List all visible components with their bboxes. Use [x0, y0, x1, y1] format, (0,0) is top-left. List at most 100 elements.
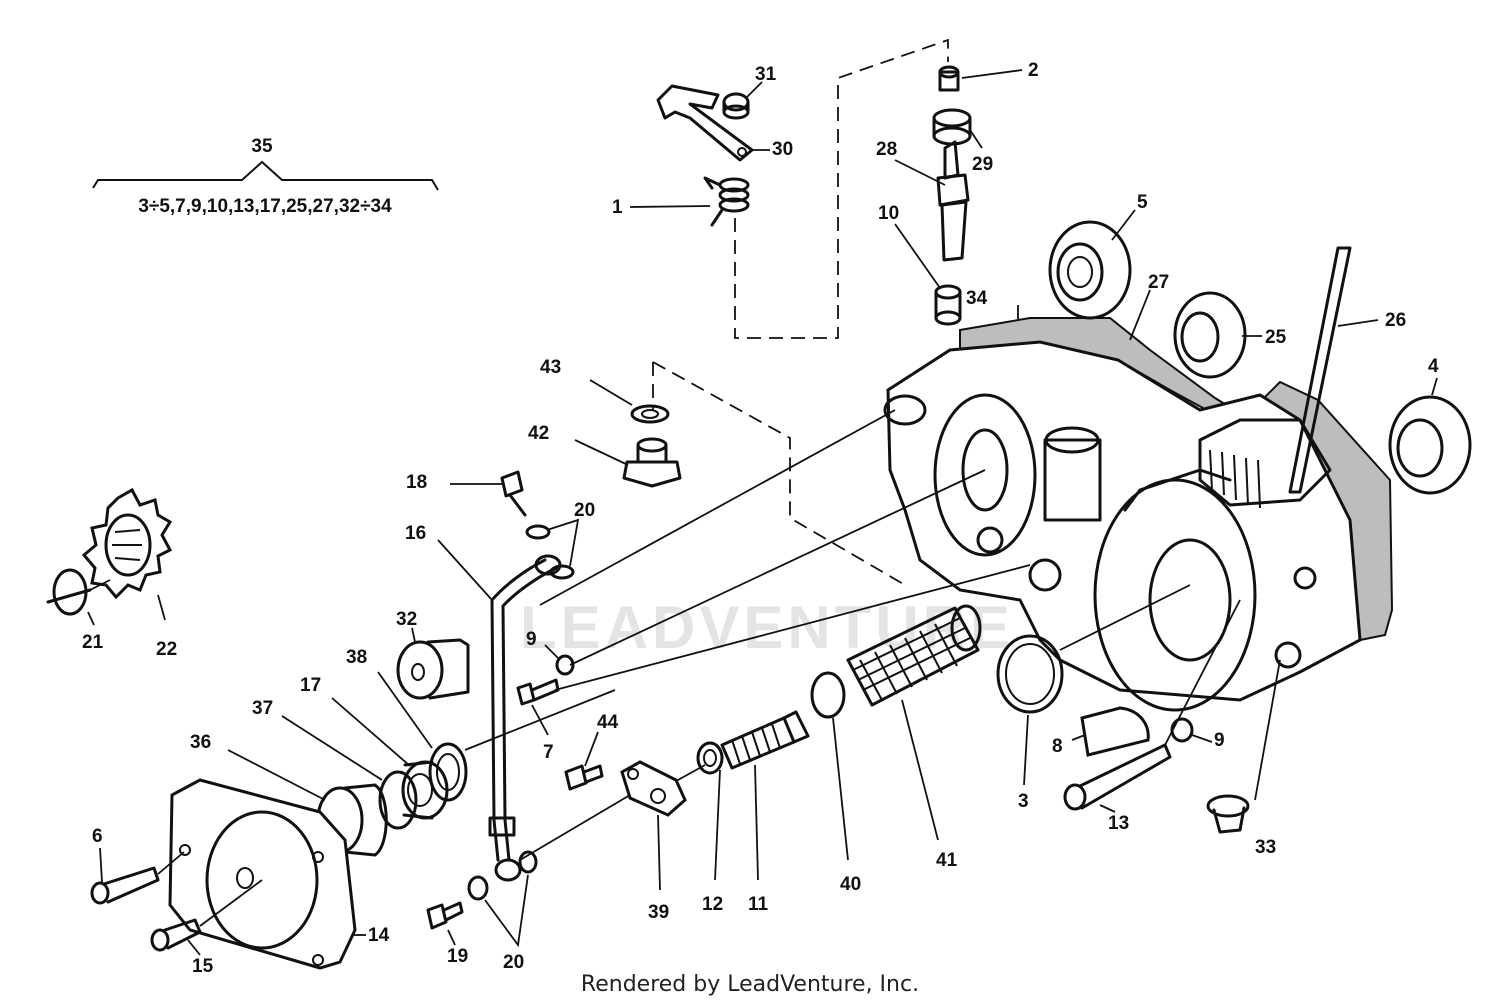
part-pin-2 — [938, 65, 960, 92]
part-circlip-21 — [46, 568, 92, 616]
assembly-line-a — [539, 409, 896, 606]
callout-7: 7 — [543, 742, 554, 763]
part-bolt-6 — [90, 866, 160, 905]
part-circlip-37 — [378, 770, 418, 830]
crankcase-half — [883, 317, 1394, 712]
callout-31: 31 — [755, 64, 777, 85]
part-seal-12 — [696, 741, 724, 775]
leader-11 — [754, 764, 759, 881]
leader-38 — [377, 671, 433, 749]
leader-7 — [531, 704, 549, 736]
callout-14: 14 — [368, 925, 390, 946]
assembly-line-c — [554, 564, 1031, 691]
part-bolt-7 — [516, 678, 560, 706]
part-washer-43 — [630, 404, 670, 424]
part-drain-plug-42 — [622, 437, 682, 488]
callout-12: 12 — [702, 894, 723, 915]
leader-9b — [1191, 734, 1213, 743]
leader-6 — [99, 847, 103, 883]
callout-43: 43 — [540, 357, 561, 378]
callout-1: 1 — [612, 197, 623, 218]
leader-12 — [714, 769, 721, 881]
part-bearing-25 — [1173, 291, 1247, 379]
callout-20a: 20 — [574, 500, 595, 521]
part-washer-20c — [467, 875, 489, 901]
leader-33 — [1254, 659, 1281, 801]
part-bearing-5 — [1048, 220, 1132, 320]
callout-37: 37 — [252, 698, 273, 719]
leader-10 — [894, 223, 941, 289]
alignment-dash-plug — [652, 361, 906, 586]
leader-41 — [901, 699, 939, 841]
part-bearing-4 — [1388, 395, 1472, 495]
assembly-line-g — [1059, 584, 1191, 651]
footer-credit: Rendered by LeadVenture, Inc. — [580, 972, 920, 997]
callout-29: 29 — [972, 154, 993, 175]
part-spring-11 — [720, 710, 810, 770]
callout-36: 36 — [190, 732, 211, 753]
leader-2 — [961, 69, 1023, 79]
kit-bracket — [92, 160, 439, 191]
leader-4 — [1431, 377, 1438, 396]
assembly-line-sprocket — [89, 579, 111, 591]
callout-26: 26 — [1385, 310, 1406, 331]
leader-15 — [187, 939, 201, 956]
leader-36 — [227, 749, 326, 801]
callout-44: 44 — [597, 712, 619, 733]
part-bolt-44 — [564, 764, 604, 791]
callout-3: 3 — [1018, 791, 1029, 812]
kit-contents: 3÷5,7,9,10,13,17,25,27,32÷34 — [138, 196, 392, 217]
callout-6: 6 — [92, 826, 103, 847]
leader-43 — [589, 379, 633, 406]
part-washer-20d — [518, 850, 538, 874]
leader-26 — [1337, 319, 1379, 327]
leader-8 — [1071, 734, 1086, 741]
assembly-line-e — [519, 794, 631, 861]
callout-11: 11 — [748, 894, 769, 915]
part-bolt-19 — [426, 901, 464, 930]
leader-31 — [745, 81, 763, 99]
callout-27: 27 — [1148, 272, 1169, 293]
callout-8: 8 — [1052, 736, 1063, 757]
leader-44 — [584, 731, 599, 767]
part-oring-40 — [810, 671, 846, 719]
leader-19 — [447, 929, 456, 946]
leader-20b — [484, 874, 529, 948]
callout-2: 2 — [1028, 60, 1039, 81]
leader-39 — [657, 814, 661, 891]
callout-33: 33 — [1255, 837, 1276, 858]
part-bush-29 — [932, 108, 972, 146]
callout-38: 38 — [346, 647, 367, 668]
callout-30: 30 — [772, 139, 793, 160]
leader-17 — [331, 697, 411, 767]
callout-34: 34 — [966, 288, 988, 309]
leader-29 — [969, 129, 983, 149]
leader-16 — [437, 539, 493, 601]
part-banjo-bolt-18 — [500, 470, 527, 517]
leader-9a — [544, 644, 559, 659]
part-bush-10 — [934, 284, 962, 326]
leader-32 — [411, 627, 416, 643]
part-washer-9b — [1170, 717, 1194, 743]
part-bolt-15 — [150, 918, 202, 952]
callout-17: 17 — [300, 675, 321, 696]
callout-13: 13 — [1108, 813, 1129, 834]
leader-27 — [1129, 289, 1151, 341]
part-spring-1 — [703, 176, 750, 227]
callout-25: 25 — [1265, 327, 1287, 348]
callout-40: 40 — [840, 874, 861, 895]
leader-28 — [894, 159, 946, 186]
callout-4: 4 — [1428, 356, 1439, 377]
assembly-line-15 — [199, 879, 263, 927]
callout-32: 32 — [396, 609, 417, 630]
part-shaft-28 — [936, 140, 970, 262]
leader-40 — [832, 717, 849, 861]
callout-22: 22 — [156, 639, 177, 660]
callout-35: 35 — [251, 136, 273, 157]
callout-9a: 9 — [526, 629, 537, 650]
leader-13 — [1099, 804, 1116, 813]
leader-20a — [546, 518, 580, 567]
callout-5: 5 — [1137, 192, 1148, 213]
